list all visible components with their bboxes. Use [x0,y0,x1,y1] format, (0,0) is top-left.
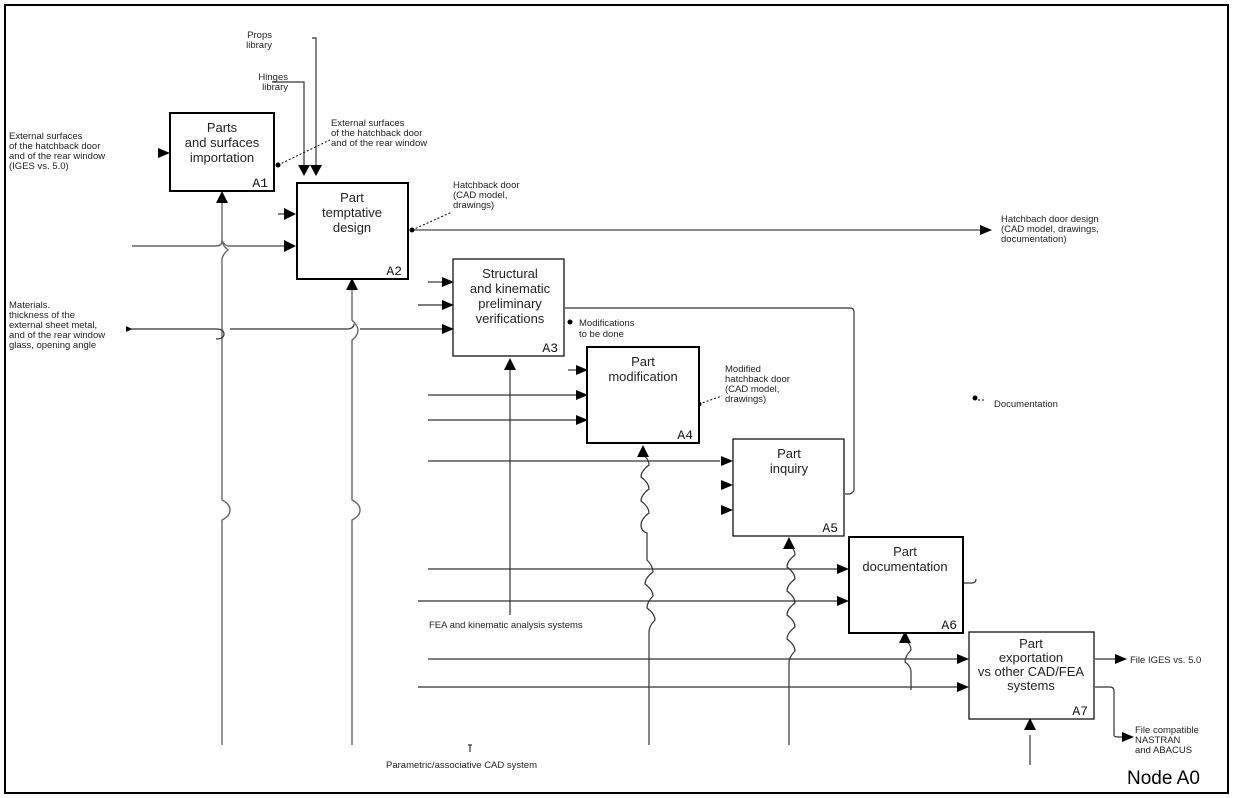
input-a2-b [132,239,285,247]
box-a4-line: modification [608,369,677,384]
box-a7-line: vs other CAD/FEA [978,664,1085,679]
mechanism-line-a1 [221,200,231,745]
output-a6-stub [964,578,977,584]
box-a7-id: A7 [1072,704,1088,719]
control-hinges [272,81,305,175]
leader-a1-output [277,139,331,166]
box-a3-line: Structural [482,266,538,281]
box-a2-line: Part [340,190,364,205]
cad-system-tick [468,744,472,752]
box-a3-line: preliminary [478,296,542,311]
box-a7-line: exportation [999,650,1063,665]
label-documentation: Documentation [994,399,1058,410]
box-a1-line: importation [190,150,254,165]
a2-output-dot [409,227,415,233]
output-a7-compatible [1095,686,1122,738]
diagram-frame [4,4,1229,794]
leader-modified [698,395,723,405]
box-a7-line: systems [1007,678,1055,693]
control-props [312,37,317,175]
a3-output-dot [567,319,573,325]
box-a5-line: Part [777,446,801,461]
box-a3-id: A3 [542,341,558,356]
label-hatchback-door-design: Hatchbach door design(CAD model, drawing… [1001,214,1099,245]
node-label: Node A0 [1127,768,1200,789]
mechanism-line-a6 [904,639,912,690]
mechanism-line-a4 [640,454,656,745]
box-a3-line: and kinematic [470,281,551,296]
input-a3-materials [230,323,443,330]
mechanism-line-a5 [786,544,796,745]
documentation-dot [972,395,978,401]
box-a4-line: Part [631,354,655,369]
label-fea-systems: FEA and kinematic analysis systems [429,620,583,631]
box-a2-line: temptative [322,205,382,220]
a1-output-dot [275,162,281,168]
label-hatchback-door: Hatchback door(CAD model,drawings) [453,180,520,211]
box-a2-line: design [333,220,371,235]
box-a1-id: A1 [252,176,268,191]
box-a5-line: inquiry [770,461,809,476]
materials-arrow-tip [126,326,132,332]
box-a5-id: A5 [822,521,838,536]
box-a4-id: A4 [677,428,693,443]
box-a2-id: A2 [386,264,402,279]
leader-hatchback [411,211,453,231]
box-a7-line: Part [1019,636,1043,651]
input-materials [127,328,225,340]
feedback-a3-a5 [565,307,855,495]
mechanism-line-a2 [351,285,361,745]
box-a3-line: verifications [476,311,545,326]
label-file-iges: File IGES vs. 5.0 [1130,655,1201,666]
arrowheads [126,148,1134,742]
box-a6-line: Part [893,544,917,559]
label-cad-system: Parametric/associative CAD system [386,760,537,771]
box-a1-line: and surfaces [185,135,260,150]
box-a6-line: documentation [862,559,947,574]
box-a6-id: A6 [941,618,957,633]
box-a1-line: Parts [207,120,238,135]
